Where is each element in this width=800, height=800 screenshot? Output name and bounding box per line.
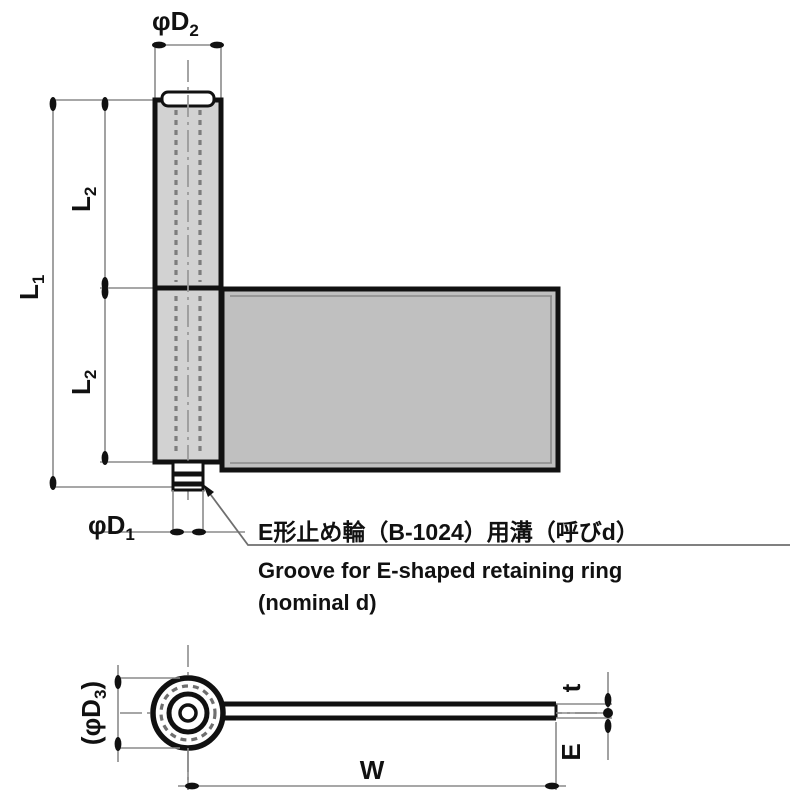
hinge-leaf-plate xyxy=(219,286,561,473)
dim-phiD1-group: φD1 xyxy=(88,490,245,544)
dim-L2-lower-group: L2 xyxy=(66,285,109,465)
dim-label-phi-d3: (φD3) xyxy=(76,681,110,745)
dim-label-phi-d1: φD1 xyxy=(88,510,135,544)
dim-L1-group: L1 xyxy=(14,97,57,490)
retaining-ring-groove-pin xyxy=(171,460,205,492)
note-english-line1: Groove for E-shaped retaining ring xyxy=(258,558,622,583)
dim-label-t: t xyxy=(556,683,586,692)
dim-t-E-group: t E xyxy=(556,672,613,761)
dim-label-L2-lower: L2 xyxy=(66,370,100,395)
phid2-arrow-terminators xyxy=(152,41,224,49)
note-text-group: E形止め輪（B-1024）用溝（呼びd） Groove for E-shaped… xyxy=(258,519,639,615)
front-view-group: φD2 L1 L2 xyxy=(14,6,790,546)
dim-label-L1: L1 xyxy=(14,275,48,300)
note-english-line2: (nominal d) xyxy=(258,590,377,615)
note-japanese: E形止め輪（B-1024）用溝（呼びd） xyxy=(258,519,639,545)
dim-label-L2-upper: L2 xyxy=(66,187,100,212)
pin-hidden-lines xyxy=(174,110,202,456)
dim-label-phi-d2: φD2 xyxy=(152,6,199,40)
dim-L2-upper-group: L2 xyxy=(66,97,109,291)
dim-label-W: W xyxy=(360,755,385,785)
dim-label-E: E xyxy=(556,743,586,760)
dim-phiD3-group: (φD3) xyxy=(76,665,180,762)
bottom-view-leaf xyxy=(188,701,558,721)
bottom-view-group: (φD3) W t E xyxy=(76,645,613,790)
dim-W-group: W xyxy=(178,722,566,790)
bottom-view-barrel-circles xyxy=(150,675,226,751)
note-leader-line xyxy=(203,484,790,546)
